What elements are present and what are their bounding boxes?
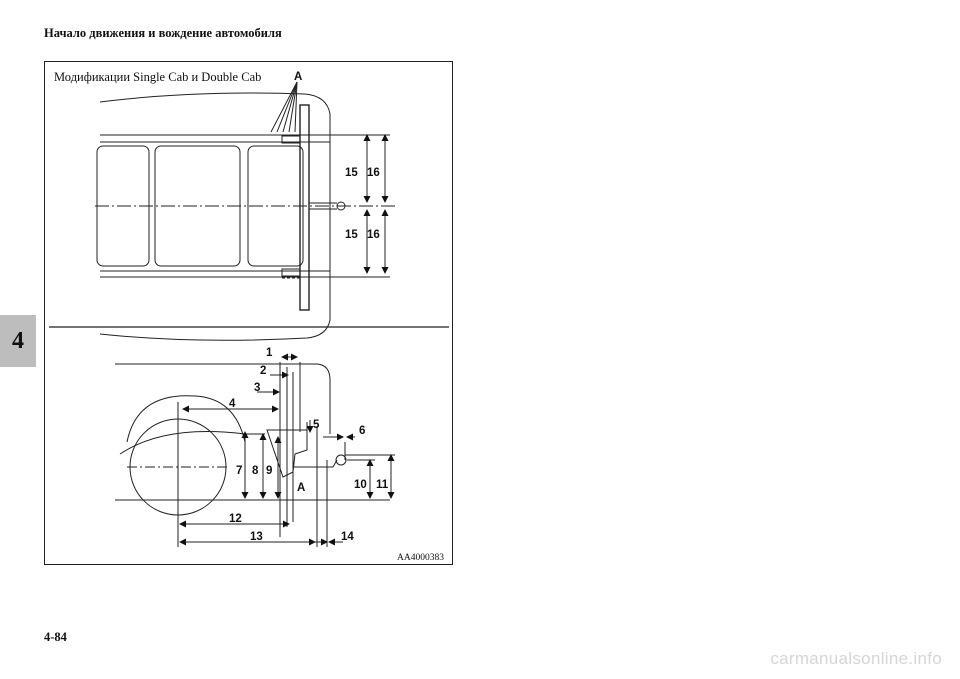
label-3: 3 (254, 382, 260, 394)
chapter-tab: 4 (0, 315, 36, 367)
label-5: 5 (313, 419, 320, 431)
figure-code: AA4000383 (397, 553, 444, 563)
label-14: 14 (341, 531, 354, 543)
label-15-top: 15 (345, 167, 358, 179)
figure-caption: Модификации Single Cab и Double Cab (54, 70, 261, 84)
label-9: 9 (266, 465, 272, 477)
side-view (115, 353, 395, 547)
top-view (95, 81, 397, 341)
label-12: 12 (229, 513, 242, 525)
label-8: 8 (252, 465, 259, 477)
label-7: 7 (236, 465, 242, 477)
page-header-title: Начало движения и вождение автомобиля (44, 26, 282, 40)
tow-hitch-diagram: Модификации Single Cab и Double Cab (49, 70, 449, 563)
chapter-number: 4 (12, 327, 24, 354)
watermark: carmanualsonline.info (770, 649, 942, 668)
label-11: 11 (376, 479, 389, 491)
label-4: 4 (229, 398, 236, 410)
label-a-bottom: A (297, 482, 305, 494)
label-10: 10 (354, 479, 367, 491)
page-number: 4-84 (44, 630, 67, 644)
label-16-bottom: 16 (367, 229, 380, 241)
label-13: 13 (250, 531, 263, 543)
label-16-top: 16 (367, 167, 380, 179)
label-15-bottom: 15 (345, 229, 358, 241)
label-6: 6 (359, 425, 365, 437)
label-a-top: A (294, 71, 302, 83)
tow-hitch-figure: Модификации Single Cab и Double Cab (44, 61, 453, 565)
label-1: 1 (266, 347, 273, 359)
label-2: 2 (260, 365, 266, 377)
